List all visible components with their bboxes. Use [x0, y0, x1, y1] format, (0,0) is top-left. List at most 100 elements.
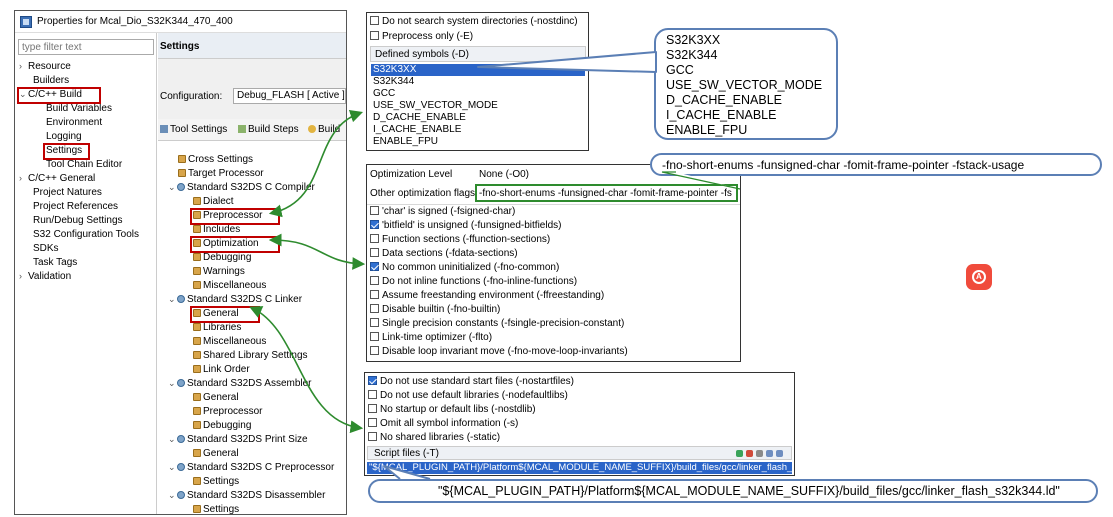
move-up-icon[interactable] [766, 450, 773, 457]
checkbox[interactable] [368, 418, 377, 427]
tree-optimization[interactable]: Optimization [193, 238, 259, 249]
delete-icon[interactable] [746, 450, 753, 457]
chevron-right-icon[interactable]: › [19, 61, 22, 71]
opt-option[interactable]: Do not inline functions (-fno-inline-fun… [370, 276, 577, 287]
checkbox[interactable] [370, 206, 379, 215]
checkbox[interactable] [368, 432, 377, 441]
nav-item-cpp-build[interactable]: ⌄C/C++ Build [19, 89, 82, 100]
tree-dialect[interactable]: Dialect [193, 196, 234, 207]
script-file-row[interactable]: "${MCAL_PLUGIN_PATH}/Platform${MCAL_MODU… [367, 462, 792, 474]
chevron-down-icon[interactable]: ⌄ [168, 490, 176, 500]
chevron-down-icon[interactable]: ⌄ [168, 434, 176, 444]
symbol-item[interactable]: GCC [373, 88, 396, 99]
symbol-item[interactable]: USE_SW_VECTOR_MODE [373, 100, 498, 111]
move-down-icon[interactable] [776, 450, 783, 457]
symbol-item[interactable]: ENABLE_FPU [373, 136, 439, 147]
tree-debugging[interactable]: Debugging [193, 252, 251, 263]
opt-option[interactable]: No common uninitialized (-fno-common) [370, 262, 559, 273]
nav-item-project-references[interactable]: Project References [33, 201, 119, 212]
tab-tool-settings[interactable]: Tool Settings [160, 124, 227, 135]
linker-option[interactable]: Omit all symbol information (-s) [368, 418, 518, 429]
tree-c-preprocessor-settings[interactable]: Settings [193, 476, 239, 487]
opt-option[interactable]: Disable builtin (-fno-builtin) [370, 304, 500, 315]
tree-preprocessor[interactable]: Preprocessor [193, 210, 262, 221]
chevron-down-icon[interactable]: ⌄ [168, 462, 176, 472]
nav-item-builders[interactable]: Builders [33, 75, 70, 86]
checkbox-checked[interactable] [368, 376, 377, 385]
nav-item-logging[interactable]: Logging [46, 131, 82, 142]
tree-c-compiler[interactable]: ⌄Standard S32DS C Compiler [168, 182, 315, 193]
nav-item-build-variables[interactable]: Build Variables [46, 103, 112, 114]
tree-c-linker[interactable]: ⌄Standard S32DS C Linker [168, 294, 303, 305]
symbol-item[interactable]: D_CACHE_ENABLE [373, 112, 466, 123]
checkbox-checked[interactable] [370, 220, 379, 229]
preprocess-only-checkbox[interactable] [370, 31, 379, 40]
tree-includes[interactable]: Includes [193, 224, 240, 235]
symbol-item[interactable]: I_CACHE_ENABLE [373, 124, 462, 135]
nav-item-settings[interactable]: Settings [46, 145, 83, 156]
nostdinc-checkbox[interactable] [370, 16, 379, 25]
optimization-level-select[interactable]: None (-O0) [479, 169, 530, 180]
edit-icon[interactable] [756, 450, 763, 457]
tree-print-size[interactable]: ⌄Standard S32DS Print Size [168, 434, 308, 445]
checkbox[interactable] [370, 290, 379, 299]
checkbox[interactable] [370, 234, 379, 243]
chevron-right-icon[interactable]: › [19, 173, 22, 183]
opt-option[interactable]: 'char' is signed (-fsigned-char) [370, 206, 515, 217]
nav-item-validation[interactable]: ›Validation [19, 271, 72, 282]
checkbox[interactable] [370, 248, 379, 257]
checkbox[interactable] [370, 304, 379, 313]
tree-warnings[interactable]: Warnings [193, 266, 245, 277]
checkbox[interactable] [370, 332, 379, 341]
other-flags-input[interactable]: -fno-short-enums -funsigned-char -fomit-… [475, 184, 738, 202]
checkbox[interactable] [370, 276, 379, 285]
nostdinc-option[interactable]: Do not search system directories (-nostd… [370, 16, 578, 27]
preprocess-only-option[interactable]: Preprocess only (-E) [370, 31, 473, 42]
nav-item-environment[interactable]: Environment [46, 117, 103, 128]
chevron-down-icon[interactable]: ⌄ [168, 182, 176, 192]
checkbox[interactable] [368, 404, 377, 413]
nav-item-tool-chain-editor[interactable]: Tool Chain Editor [46, 159, 123, 170]
chevron-down-icon[interactable]: ⌄ [168, 294, 176, 304]
tree-assembler-general[interactable]: General [193, 392, 239, 403]
checkbox[interactable] [368, 390, 377, 399]
tree-c-preprocessor[interactable]: ⌄Standard S32DS C Preprocessor [168, 462, 335, 473]
tree-miscellaneous[interactable]: Miscellaneous [193, 280, 266, 291]
tree-link-order[interactable]: Link Order [193, 364, 250, 375]
checkbox-checked[interactable] [370, 262, 379, 271]
tree-assembler-preprocessor[interactable]: Preprocessor [193, 406, 262, 417]
symbol-item[interactable]: S32K344 [373, 76, 415, 87]
opt-option[interactable]: Assume freestanding environment (-ffrees… [370, 290, 604, 301]
tree-cross-settings[interactable]: Cross Settings [178, 154, 253, 165]
configuration-select[interactable]: Debug_FLASH [ Active ] [233, 88, 346, 104]
add-icon[interactable] [736, 450, 743, 457]
tree-disassembler-settings[interactable]: Settings [193, 504, 239, 514]
tree-assembler-debugging[interactable]: Debugging [193, 420, 251, 431]
filter-input[interactable] [18, 39, 154, 55]
tree-print-size-general[interactable]: General [193, 448, 239, 459]
nav-item-project-natures[interactable]: Project Natures [33, 187, 102, 198]
opt-option[interactable]: Disable loop invariant move (-fno-move-l… [370, 346, 628, 357]
nav-item-task-tags[interactable]: Task Tags [33, 257, 78, 268]
chevron-down-icon[interactable]: ⌄ [168, 378, 176, 388]
nav-item-s32-config-tools[interactable]: S32 Configuration Tools [33, 229, 139, 240]
tree-linker-libraries[interactable]: Libraries [193, 322, 241, 333]
tree-target-processor[interactable]: Target Processor [178, 168, 264, 179]
opt-option[interactable]: 'bitfield' is unsigned (-funsigned-bitfi… [370, 220, 561, 231]
nav-item-resource[interactable]: ›Resource [19, 61, 71, 72]
symbol-item[interactable]: S32K3XX [373, 64, 417, 75]
chevron-right-icon[interactable]: › [19, 271, 22, 281]
linker-option[interactable]: No startup or default libs (-nostdlib) [368, 404, 536, 415]
checkbox[interactable] [370, 318, 379, 327]
linker-option[interactable]: Do not use standard start files (-nostar… [368, 376, 574, 387]
opt-option[interactable]: Single precision constants (-fsingle-pre… [370, 318, 624, 329]
linker-option[interactable]: Do not use default libraries (-nodefault… [368, 390, 568, 401]
opt-option[interactable]: Data sections (-fdata-sections) [370, 248, 518, 259]
ai-assistant-icon[interactable]: A [966, 264, 992, 290]
nav-item-run-debug-settings[interactable]: Run/Debug Settings [33, 215, 123, 226]
tree-linker-miscellaneous[interactable]: Miscellaneous [193, 336, 266, 347]
nav-item-cpp-general[interactable]: ›C/C++ General [19, 173, 96, 184]
checkbox[interactable] [370, 346, 379, 355]
tree-disassembler[interactable]: ⌄Standard S32DS Disassembler [168, 490, 326, 501]
chevron-down-icon[interactable]: ⌄ [19, 89, 27, 99]
